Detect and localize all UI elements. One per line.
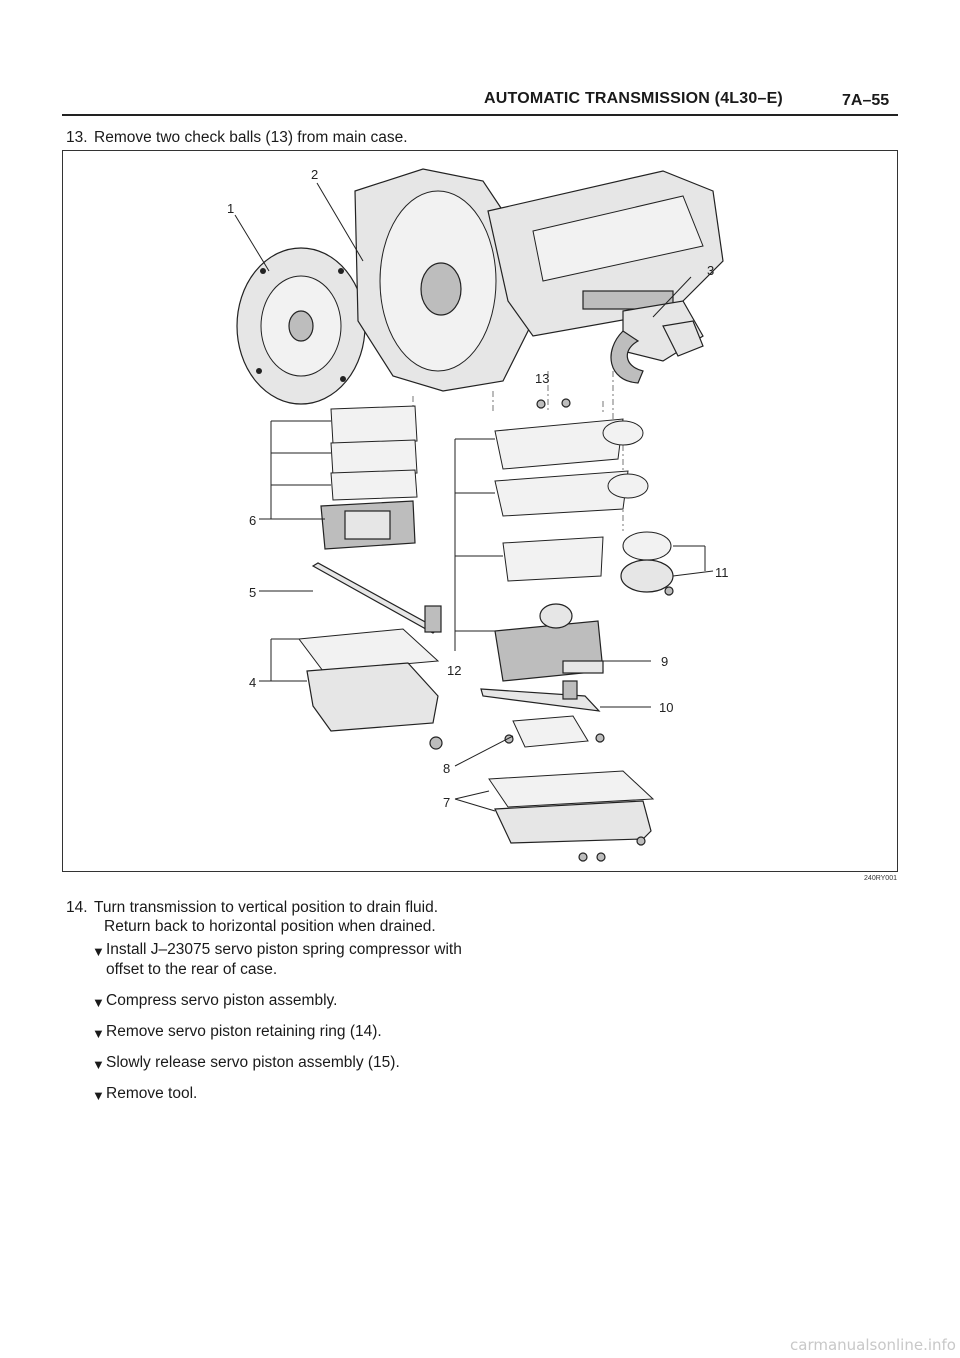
callout-9: 9 bbox=[661, 654, 668, 669]
bullet-triangle-icon: ▼ bbox=[92, 944, 105, 959]
callout-11: 11 bbox=[715, 565, 729, 580]
bullet-item: ▼Install J–23075 servo piston spring com… bbox=[92, 940, 472, 980]
step-14-number: 14. bbox=[66, 899, 88, 916]
bullet-text: Slowly release servo piston assembly (15… bbox=[106, 1054, 400, 1071]
wiring-harness-10 bbox=[480, 680, 605, 743]
valve-body-9 bbox=[494, 603, 604, 682]
wiring-harness-5 bbox=[311, 562, 442, 634]
callout-8: 8 bbox=[443, 761, 450, 776]
valve-plates-12 bbox=[494, 398, 649, 582]
step-14-bullets: ▼Install J–23075 servo piston spring com… bbox=[92, 940, 472, 1115]
page-header-title: AUTOMATIC TRANSMISSION (4L30–E) bbox=[484, 90, 783, 107]
bullet-triangle-icon: ▼ bbox=[92, 1088, 105, 1103]
step-14-line1: Turn transmission to vertical position t… bbox=[94, 899, 439, 916]
bullet-item: ▼Compress servo piston assembly. bbox=[92, 991, 472, 1011]
oil-pan-4 bbox=[298, 628, 443, 750]
servo-parts bbox=[610, 320, 704, 384]
callout-6: 6 bbox=[249, 513, 256, 528]
exploded-view-figure: 1 2 3 4 5 6 7 8 9 10 11 12 13 bbox=[62, 150, 898, 872]
step-14: 14. Turn transmission to vertical positio… bbox=[66, 898, 438, 918]
bullet-text: Compress servo piston assembly. bbox=[106, 992, 338, 1009]
bullet-text: Install J–23075 servo piston spring comp… bbox=[106, 941, 462, 978]
callout-12: 12 bbox=[447, 663, 461, 678]
page-number: 7A–55 bbox=[842, 92, 890, 109]
bullet-text: Remove tool. bbox=[106, 1085, 198, 1102]
callout-5: 5 bbox=[249, 585, 256, 600]
footer-watermark: carmanualsonline.info bbox=[790, 1336, 956, 1354]
callout-2: 2 bbox=[311, 167, 318, 182]
spacer-plates-6 bbox=[320, 405, 418, 550]
callout-1: 1 bbox=[227, 201, 234, 216]
callout-4: 4 bbox=[249, 675, 256, 690]
bullet-triangle-icon: ▼ bbox=[92, 1057, 105, 1072]
figure-code: 240RY001 bbox=[864, 875, 897, 882]
bullet-triangle-icon: ▼ bbox=[92, 995, 105, 1010]
callout-10: 10 bbox=[659, 700, 673, 715]
bullet-item: ▼Remove servo piston retaining ring (14)… bbox=[92, 1022, 472, 1042]
step-14-line2: Return back to horizontal position when … bbox=[104, 918, 436, 935]
header-rule bbox=[62, 114, 898, 116]
torque-converter bbox=[236, 247, 366, 405]
transmission-case bbox=[354, 168, 724, 392]
step-13: 13. Remove two check balls (13) from main… bbox=[66, 128, 408, 148]
oil-pan-7 bbox=[488, 770, 655, 862]
callout-13: 13 bbox=[535, 371, 549, 386]
callout-7: 7 bbox=[443, 795, 450, 810]
bullet-triangle-icon: ▼ bbox=[92, 1026, 105, 1041]
step-13-number: 13. bbox=[66, 129, 88, 146]
filter-8 bbox=[504, 715, 589, 748]
bullet-text: Remove servo piston retaining ring (14). bbox=[106, 1023, 382, 1040]
step-13-text: Remove two check balls (13) from main ca… bbox=[94, 129, 408, 146]
bullet-item: ▼Slowly release servo piston assembly (1… bbox=[92, 1053, 472, 1073]
gaskets-11 bbox=[620, 531, 674, 596]
callout-3: 3 bbox=[707, 263, 714, 278]
bullet-item: ▼Remove tool. bbox=[92, 1084, 472, 1104]
exploded-view-drawing: 1 2 3 4 5 6 7 8 9 10 11 12 13 bbox=[227, 167, 729, 862]
